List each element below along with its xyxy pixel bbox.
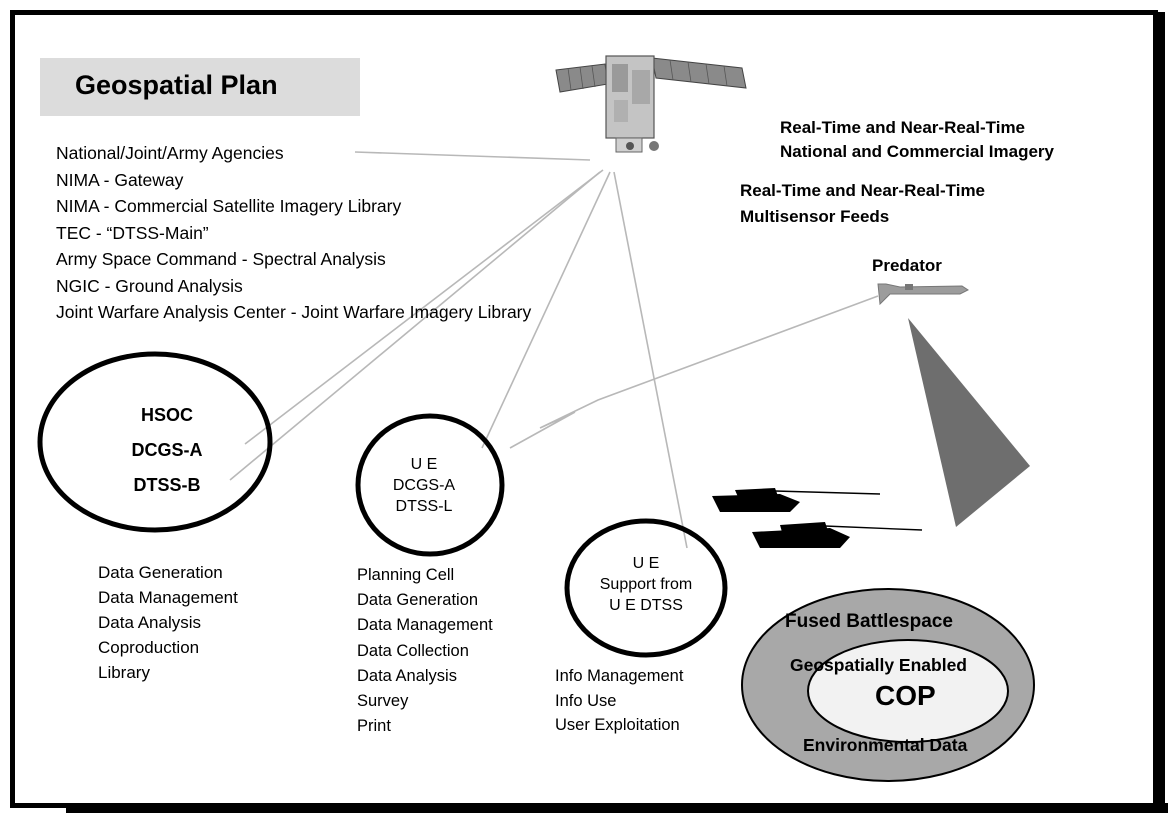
node-line: DTSS-B (133, 475, 201, 495)
node-line: U E DTSS (609, 597, 683, 614)
frame-shadow-right (1153, 12, 1165, 813)
link-agencies-satellite (354, 151, 591, 161)
node-line: U E (632, 555, 660, 572)
imagery-feed-label: Real-Time and Near-Real-Time National an… (780, 116, 1054, 164)
node-line: DCGS-A (392, 477, 456, 494)
page-title: Geospatial Plan (75, 70, 278, 100)
node-ue-support-ellipse (564, 518, 728, 658)
agency-item: Army Space Command - Spectral Analysis (56, 249, 386, 269)
node-line: DTSS-L (395, 498, 453, 515)
imagery-feed-line: Real-Time and Near-Real-Time (780, 118, 1026, 137)
sensor-cone (908, 318, 1030, 527)
node-line: Support from (599, 576, 693, 593)
ue-support-function-list: Info Management Info Use User Exploitati… (555, 664, 683, 738)
function-item: Data Management (357, 616, 493, 635)
multisensor-feed-line: Real-Time and Near-Real-Time (740, 181, 986, 200)
function-item: Data Collection (357, 641, 469, 660)
ue-dcgs-function-list: Planning Cell Data Generation Data Manag… (357, 563, 493, 739)
node-ue-support-label: U E Support from U E DTSS (572, 553, 720, 616)
node-line: HSOC (140, 405, 193, 425)
node-hsoc-ellipse (37, 351, 273, 533)
cop-inner-ellipse (807, 639, 1009, 743)
predator-label: Predator (872, 256, 942, 275)
function-item: Survey (357, 692, 409, 711)
node-hsoc-label: HSOC DCGS-A DTSS-B (92, 398, 242, 503)
link-satellite-hsoc (244, 169, 604, 445)
cop-outer-top-label: Fused Battlespace (785, 611, 953, 632)
title-box (40, 58, 360, 116)
cop-center-label: COP (875, 680, 936, 711)
function-item: Info Use (555, 691, 617, 710)
node-line: DCGS-A (131, 440, 203, 460)
function-item: Print (357, 717, 391, 736)
link-satellite-ue-support (613, 171, 688, 549)
function-item: Library (98, 663, 150, 682)
function-item: Data Generation (98, 563, 223, 582)
link-satellite-ue-dcgs (481, 171, 611, 449)
function-item: Planning Cell (357, 566, 455, 584)
function-item: Data Generation (357, 591, 479, 610)
function-item: Data Management (98, 588, 238, 607)
link-lines (229, 151, 879, 549)
node-ue-dcgs-ellipse (355, 413, 505, 557)
multisensor-feed-label: Real-Time and Near-Real-Time Multisensor… (740, 178, 985, 230)
function-item: Info Management (555, 667, 684, 685)
agency-item: NIMA - Commercial Satellite Imagery Libr… (56, 196, 402, 216)
agency-item: National/Joint/Army Agencies (56, 143, 284, 163)
agency-list: National/Joint/Army Agencies NIMA - Gate… (56, 140, 531, 326)
cop-inner-label: Geospatially Enabled (790, 655, 967, 675)
agency-item: NGIC - Ground Analysis (56, 275, 243, 296)
link-satellite-hsoc-2 (229, 171, 601, 481)
multisensor-feed-line: Multisensor Feeds (740, 207, 890, 226)
link-predator-ue-dcgs (509, 295, 879, 449)
function-item: Coproduction (98, 638, 200, 657)
agency-item: TEC - “DTSS-Main” (56, 222, 209, 243)
predator-uav-icon (877, 283, 969, 306)
imagery-feed-line: National and Commercial Imagery (780, 142, 1054, 161)
node-ue-dcgs-label: U E DCGS-A DTSS-L (360, 454, 488, 517)
function-item: Data Analysis (357, 666, 457, 685)
function-item: Data Analysis (98, 613, 201, 632)
satellite-icon (555, 55, 747, 153)
agency-item: NIMA - Gateway (56, 169, 184, 190)
frame-shadow-bottom (66, 803, 1168, 813)
tank-icon (712, 488, 923, 548)
cop-outer-bottom-label: Environmental Data (803, 735, 968, 755)
node-line: U E (410, 456, 438, 473)
agency-item: Joint Warfare Analysis Center - Joint Wa… (56, 302, 532, 322)
hsoc-function-list: Data Generation Data Management Data Ana… (98, 560, 238, 685)
function-item: User Exploitation (555, 716, 680, 734)
